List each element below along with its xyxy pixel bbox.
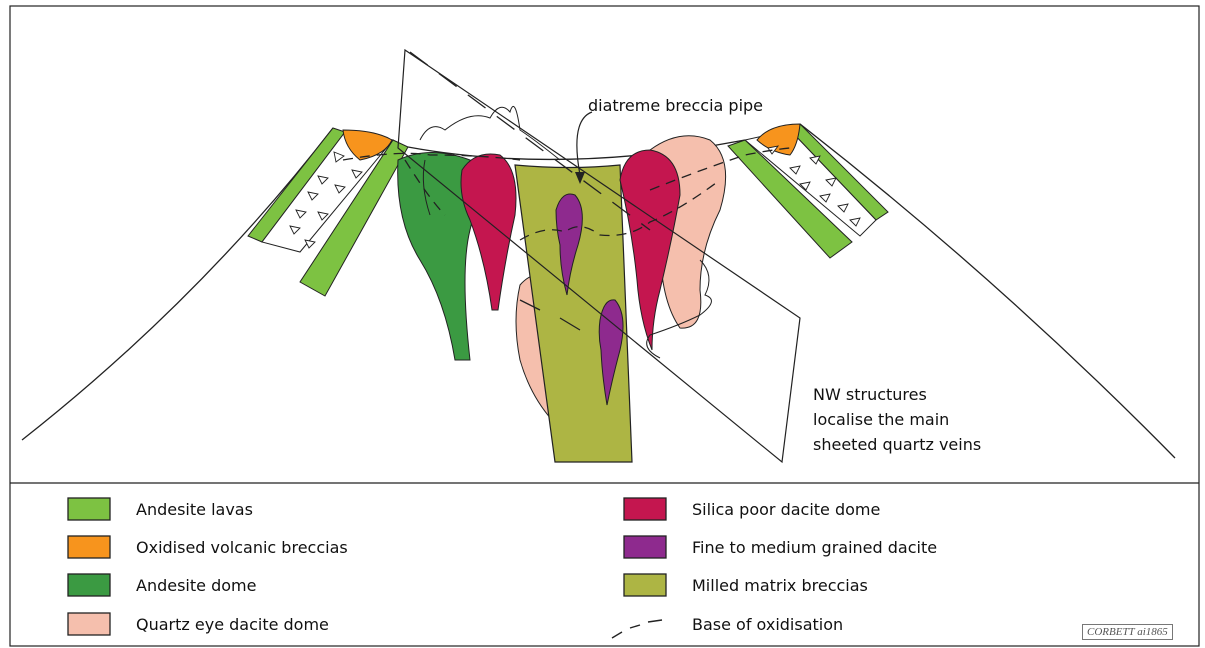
swatch-silica-poor-dacite-dome [624, 498, 666, 520]
legend-label-milled-matrix-breccias: Milled matrix breccias [692, 577, 868, 595]
swatch-andesite-dome [68, 574, 110, 596]
legend-label-silica-poor-dacite-dome: Silica poor dacite dome [692, 501, 880, 519]
pipe-annotation-arrow [577, 112, 592, 175]
pipe-label: diatreme breccia pipe [588, 95, 763, 117]
right-flank-line [800, 124, 1175, 458]
legend-label-oxidised-volcanic-breccias: Oxidised volcanic breccias [136, 539, 348, 557]
legend-label-base-of-oxidisation: Base of oxidisation [692, 616, 843, 634]
legend-label-quartz-eye-dacite-dome: Quartz eye dacite dome [136, 616, 329, 634]
swatch-base-of-oxidisation [612, 620, 662, 638]
legend-label-andesite-dome: Andesite dome [136, 577, 256, 595]
nw-structures-label-1: NW structures [813, 384, 927, 406]
swatch-andesite-lavas [68, 498, 110, 520]
legend-label-andesite-lavas: Andesite lavas [136, 501, 253, 519]
left-flank-line [22, 128, 333, 440]
swatch-oxidised-volcanic-breccias [68, 536, 110, 558]
legend-label-fine-grained-dacite: Fine to medium grained dacite [692, 539, 937, 557]
swatch-quartz-eye-dacite-dome [68, 613, 110, 635]
credit-stamp: CORBETT ai1865 [1082, 624, 1173, 640]
swatch-fine-grained-dacite [624, 536, 666, 558]
nw-structures-label-3: sheeted quartz veins [813, 434, 981, 456]
swatch-milled-matrix-breccias [624, 574, 666, 596]
nw-structures-label-2: localise the main [813, 409, 949, 431]
